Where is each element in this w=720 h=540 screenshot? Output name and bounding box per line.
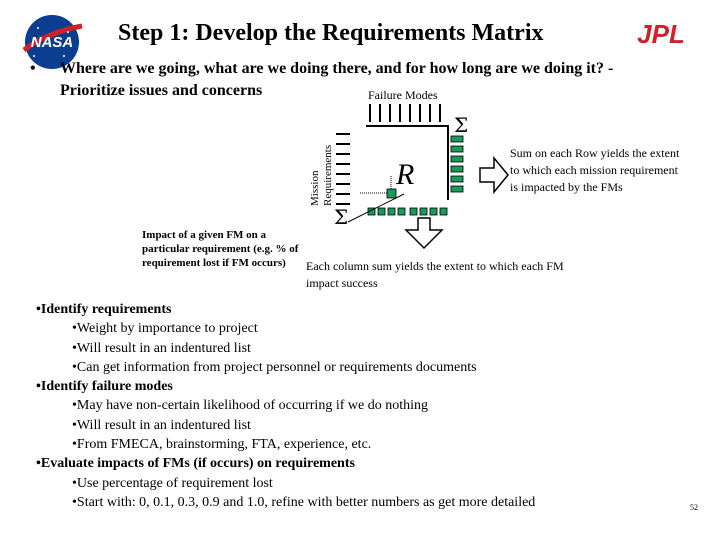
- col-sum-boxes: [367, 207, 448, 216]
- bullet-item: •Use percentage of requirement lost: [72, 475, 273, 491]
- impact-note: Impact of a given FM on a particular req…: [142, 229, 299, 269]
- bullet-heading-1: •Identify requirements: [36, 302, 172, 317]
- bullet-item: •May have non-certain likelihood of occu…: [72, 398, 428, 414]
- col-sum-arrow: [404, 217, 444, 250]
- page-number: 52: [690, 503, 698, 512]
- requirement-rows: [336, 133, 350, 205]
- row-sum-boxes: [450, 135, 464, 193]
- failure-mode-columns: [369, 104, 441, 122]
- mission-label-line1: Mission: [309, 170, 321, 206]
- row-sum-symbol: Σ: [454, 113, 468, 137]
- row-sum-note: Sum on each Row yields the extent to whi…: [510, 146, 680, 194]
- bullet-list: •Identify requirements •Weight by import…: [36, 300, 676, 512]
- bullet-item: •Start with: 0, 0.1, 0.3, 0.9 and 1.0, r…: [72, 494, 536, 510]
- bullet-item: •Can get information from project person…: [72, 359, 477, 375]
- intro-line-1: Where are we going, what are we doing th…: [60, 60, 614, 77]
- bullet-heading-3: •Evaluate impacts of FMs (if occurs) on …: [36, 456, 355, 472]
- col-sum-symbol: Σ: [334, 205, 348, 229]
- bullet-item: •Weight by importance to project: [72, 321, 258, 337]
- nasa-logo-text: NASA: [31, 34, 74, 51]
- bullet-item: •From FMECA, brainstorming, FTA, experie…: [72, 437, 372, 453]
- requirements-label-line2: Requirements: [322, 145, 334, 206]
- matrix-symbol: R: [395, 158, 414, 191]
- intro-bullet: •: [30, 60, 36, 77]
- jpl-logo-text: JPL: [637, 22, 685, 46]
- slide-title: Step 1: Develop the Requirements Matrix: [118, 20, 544, 46]
- bullet-item: •Will result in an indentured list: [72, 417, 251, 433]
- nasa-logo: NASA: [22, 15, 83, 69]
- impact-pointer-line: [347, 193, 405, 223]
- mission-requirements-label: Mission Requirements: [309, 145, 334, 206]
- bullet-item: •Will result in an indentured list: [72, 340, 251, 356]
- bullet-heading-2: •Identify failure modes: [36, 379, 173, 395]
- col-sum-note: Each column sum yields the extent to whi…: [306, 259, 564, 290]
- intro-line-2: Prioritize issues and concerns: [60, 82, 263, 99]
- jpl-logo: JPL: [637, 22, 685, 46]
- failure-modes-label: Failure Modes: [368, 88, 438, 102]
- requirements-matrix-diagram: R Σ Σ: [334, 104, 509, 250]
- matrix-border: [366, 125, 449, 200]
- matrix-cell-highlight: [386, 188, 397, 199]
- row-sum-arrow: [479, 155, 509, 195]
